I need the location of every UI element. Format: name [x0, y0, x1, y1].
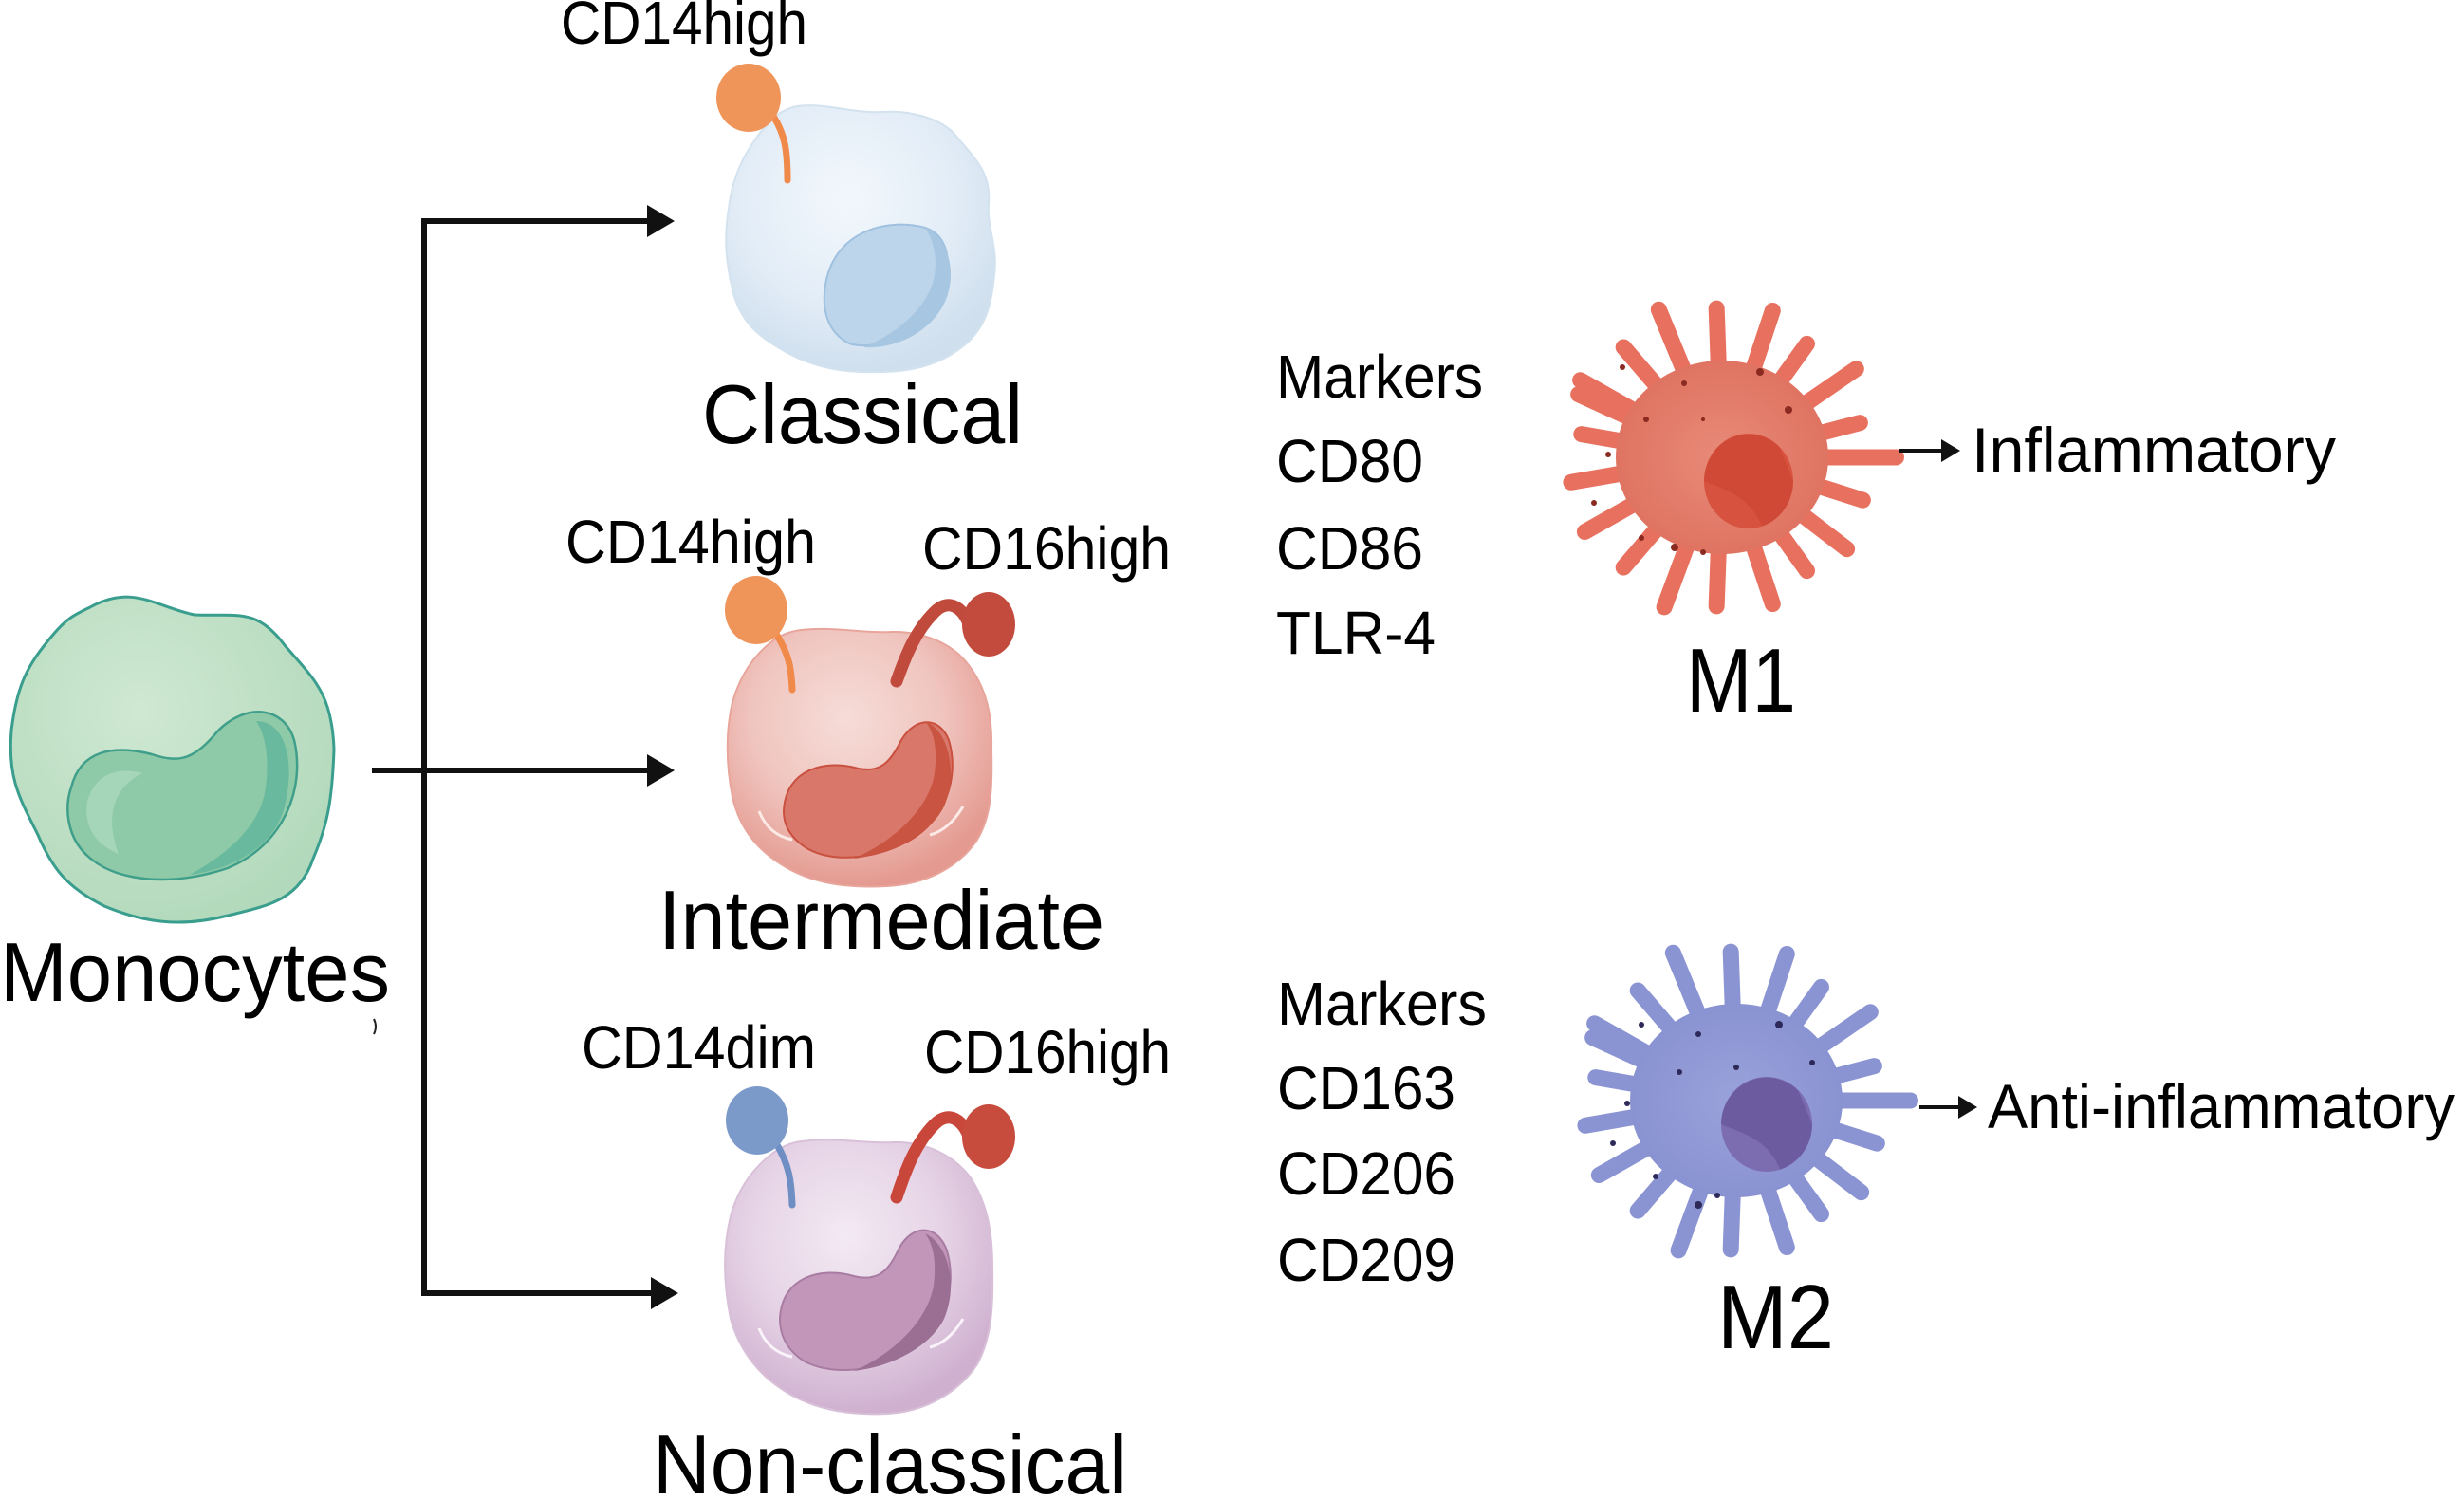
- m2-outcome-arrow-head: [1958, 1096, 1977, 1119]
- stray-tick-mark: [373, 1018, 377, 1035]
- granule: [1733, 1065, 1739, 1070]
- granule: [1624, 1101, 1630, 1106]
- granule: [1653, 1174, 1658, 1179]
- monocyte-cell-icon: [9, 595, 336, 924]
- granule: [1785, 406, 1792, 414]
- m1-marker-item: TLR-4: [1276, 599, 1436, 667]
- nonclassical-label: Non-classical: [653, 1417, 1127, 1500]
- granule: [1639, 1022, 1644, 1028]
- m2-marker-item: CD209: [1277, 1226, 1455, 1294]
- inflammatory-label: Inflammatory: [1972, 415, 2336, 485]
- granule: [1639, 535, 1644, 541]
- granule: [1775, 1021, 1783, 1028]
- intermediate-cd16-label: CD16high: [922, 514, 1171, 583]
- intermediate-cd14-receptor-icon: [725, 576, 796, 694]
- granule: [1714, 1193, 1720, 1198]
- granule: [1681, 380, 1687, 386]
- granule: [1620, 364, 1625, 370]
- branch-connector: [372, 205, 678, 1309]
- arrow-to-classical-head: [647, 205, 675, 237]
- granule: [1756, 368, 1764, 376]
- granule: [1695, 1201, 1702, 1209]
- m2-marker-item: CD206: [1277, 1139, 1455, 1208]
- m1-marker-item: CD86: [1276, 514, 1423, 583]
- intermediate-monocyte-icon: [726, 627, 993, 888]
- m1-macrophage-icon: [1563, 300, 1904, 616]
- granule: [1671, 544, 1678, 551]
- nucleus-shade: [1704, 434, 1793, 527]
- arrow-to-intermediate-head: [647, 754, 675, 787]
- m1-marker-item: CD80: [1276, 427, 1423, 495]
- classical-label: Classical: [702, 367, 1023, 461]
- granule: [1677, 1069, 1682, 1075]
- intermediate-cd16-receptor-icon: [890, 592, 1015, 688]
- granule: [1591, 500, 1597, 506]
- m2-markers-title: Markers: [1277, 970, 1487, 1038]
- nonclassical-cd16-label: CD16high: [924, 1018, 1171, 1086]
- granule: [1701, 417, 1705, 421]
- cd14-receptor-icon: [716, 64, 791, 184]
- nonclassical-monocyte-icon: [724, 1139, 994, 1416]
- nonclassical-cd14-label: CD14dim: [582, 1013, 816, 1082]
- m2-macrophage-icon: [1577, 943, 1918, 1259]
- m2-label: M2: [1717, 1267, 1834, 1368]
- nucleus-shade: [1721, 1077, 1812, 1170]
- granule: [1695, 1031, 1701, 1037]
- nonclassical-cd16-receptor-icon: [890, 1104, 1015, 1204]
- granule: [1605, 452, 1611, 457]
- m1-outcome-arrow-head: [1941, 439, 1960, 462]
- monocytes-label: Monocytes: [0, 925, 390, 1019]
- anti-inflammatory-label: Anti-inflammatory: [1988, 1071, 2455, 1141]
- classical-monocyte-icon: [725, 104, 996, 374]
- granule: [1700, 549, 1706, 555]
- cd14dim-receptor-icon: [726, 1086, 796, 1209]
- m2-marker-item: CD163: [1277, 1054, 1455, 1122]
- intermediate-label: Intermediate: [658, 873, 1104, 967]
- classical-cd14-label: CD14high: [561, 0, 807, 57]
- m1-markers-title: Markers: [1276, 343, 1483, 411]
- arrow-to-nonclassical-head: [651, 1277, 678, 1309]
- intermediate-cd14-label: CD14high: [565, 508, 816, 576]
- granule: [1643, 417, 1649, 422]
- m1-label: M1: [1686, 630, 1796, 731]
- granule: [1610, 1140, 1616, 1146]
- granule: [1809, 1060, 1815, 1065]
